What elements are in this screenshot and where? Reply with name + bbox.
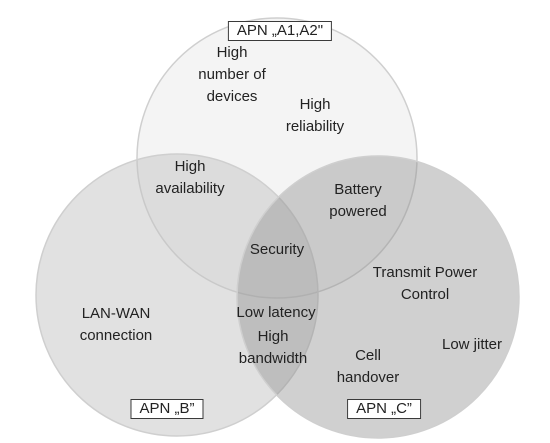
apn-b-label: APN „B” bbox=[130, 399, 204, 419]
label-lan-wan-connection: LAN-WAN connection bbox=[80, 303, 153, 347]
apn-b-circle bbox=[35, 153, 319, 437]
label-line: Low jitter bbox=[441, 336, 503, 353]
label-security: Security bbox=[250, 239, 304, 261]
label-line: High bbox=[216, 44, 248, 61]
label-line: Security bbox=[249, 241, 305, 258]
label-low-jitter: Low jitter bbox=[442, 334, 502, 356]
label-high-bandwidth: High bandwidth bbox=[239, 326, 307, 370]
label-low-latency: Low latency bbox=[236, 302, 315, 324]
label-line: devices bbox=[206, 88, 258, 105]
label-line: Low latency bbox=[236, 304, 316, 321]
label-line: handover bbox=[336, 369, 400, 386]
apn-c-label: APN „C” bbox=[347, 399, 421, 419]
label-line: Battery bbox=[334, 181, 382, 198]
label-line: reliability bbox=[285, 118, 345, 135]
label-line: availability bbox=[155, 180, 225, 197]
label-line: connection bbox=[79, 327, 153, 344]
label-line: Control bbox=[400, 286, 450, 303]
label-line: High bbox=[299, 96, 331, 113]
label-line: number of bbox=[198, 66, 266, 83]
label-high-availability: High availability bbox=[155, 156, 224, 200]
apn-a-label: APN „A1,A2" bbox=[227, 21, 333, 41]
label-line: bandwidth bbox=[238, 350, 308, 367]
label-line: Transmit Power bbox=[372, 264, 478, 281]
label-line: High bbox=[257, 328, 289, 345]
label-line: Cell bbox=[355, 347, 381, 364]
label-line: High bbox=[174, 158, 206, 175]
label-high-reliability: High reliability bbox=[286, 94, 344, 138]
label-battery-powered: Battery powered bbox=[329, 179, 387, 223]
apn-c-circle bbox=[236, 155, 520, 439]
label-line: LAN-WAN bbox=[81, 305, 151, 322]
label-transmit-power-control: Transmit Power Control bbox=[373, 262, 477, 306]
label-high-number-of-devices: High number of devices bbox=[198, 42, 266, 108]
label-line: powered bbox=[329, 203, 387, 220]
label-cell-handover: Cell handover bbox=[337, 345, 400, 389]
